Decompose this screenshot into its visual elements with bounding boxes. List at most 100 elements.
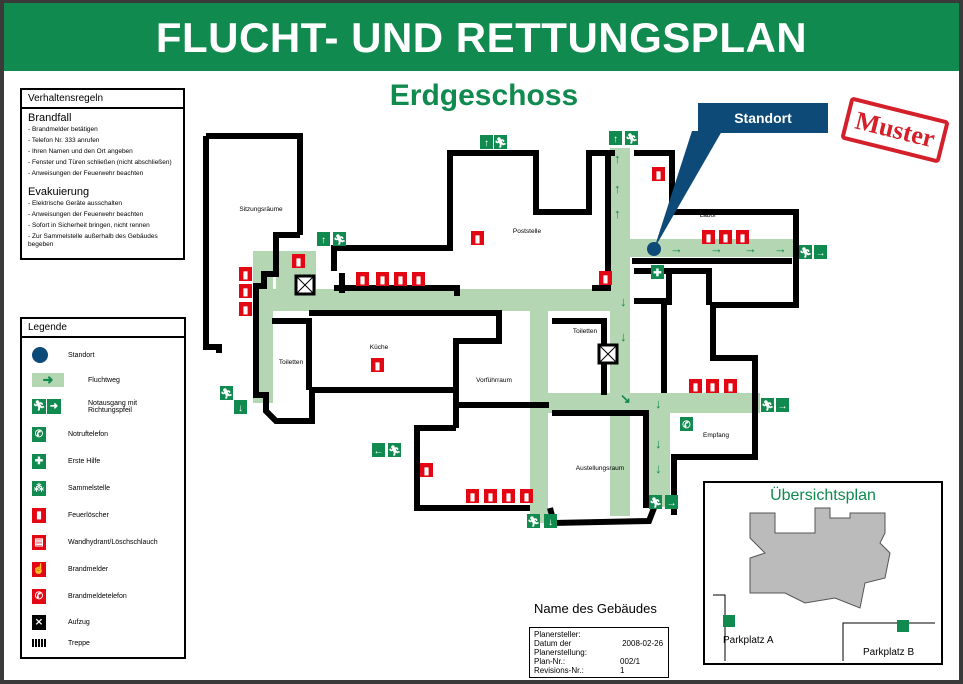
- room-labor: Labor: [700, 212, 717, 219]
- info-value: 1: [620, 666, 625, 675]
- exit-sign-icon-glyph: 🏃︎: [388, 445, 401, 457]
- info-key: Planersteller:: [534, 630, 581, 639]
- exit-sign-icon: [625, 131, 638, 145]
- fire-safety-icon-glyph: ▮: [706, 233, 712, 244]
- fire-safety-icon-glyph: ▮: [424, 466, 430, 477]
- exit-sign-icon-glyph: ↓: [238, 403, 243, 414]
- route-arrow-icon: →: [710, 241, 723, 256]
- building-name: Name des Gebäudes: [534, 601, 657, 616]
- fire-safety-icon: [484, 489, 497, 503]
- rule-item: - Zur Sammelstelle außerhalb des Gebäude…: [28, 233, 158, 248]
- exit-sign-icon: [814, 245, 827, 259]
- fire-safety-icon-glyph: ▮: [475, 234, 481, 245]
- exit-sign-icon-glyph: 🏃︎: [799, 247, 812, 259]
- fire-safety-icon: [292, 254, 305, 268]
- room-toiletten: Toiletten: [279, 359, 304, 366]
- stairs-icon: [32, 639, 46, 647]
- info-key: Datum der Planerstellung:: [534, 639, 587, 657]
- room-sitzungsraeume: Sitzungsräume: [239, 206, 283, 213]
- legend-label: Feuerlöscher: [68, 512, 109, 519]
- fire-safety-icon: [239, 284, 252, 298]
- room-poststelle: Poststelle: [513, 228, 542, 235]
- parking-b: Parkplatz B: [863, 647, 914, 658]
- exit-sign-icon: [651, 265, 664, 279]
- exit-sign-icon: [317, 232, 330, 246]
- fire-safety-icon: [394, 272, 407, 286]
- arrow-right-icon: ➜: [47, 399, 61, 414]
- fire-safety-icon-glyph: ▮: [360, 275, 366, 286]
- fire-safety-icon: [702, 230, 715, 244]
- fire-safety-icon: [599, 271, 612, 285]
- exit-sign-icon: [680, 417, 693, 431]
- fire-safety-icon: [420, 463, 433, 477]
- elevator-cross: [295, 275, 315, 295]
- escape-routes: [253, 148, 799, 523]
- fire-safety-icon-glyph: ▮: [380, 275, 386, 286]
- fire-safety-icon: [724, 379, 737, 393]
- fire-safety-icon: [471, 231, 484, 245]
- exit-sign-icon-glyph: 🏃︎: [494, 137, 507, 149]
- exit-sign-icon: [649, 495, 662, 509]
- exit-sign-icon: [480, 135, 493, 149]
- exit-sign-icon: [527, 514, 540, 528]
- rule-item: - Fenster und Türen schließen (nicht abs…: [28, 159, 172, 166]
- exit-sign-icon-glyph: ↑: [321, 235, 326, 246]
- legend-label: Fluchtweg: [88, 376, 120, 384]
- rule-item: - Brandmelder betätigen: [28, 126, 98, 133]
- fire-safety-icon-glyph: ▮: [243, 270, 249, 281]
- exit-sign-icon: [544, 514, 557, 528]
- fire-alarm-icon: ☝: [32, 562, 46, 577]
- overview-panel: Übersichtsplan Parkplatz A Parkplatz B: [703, 481, 943, 665]
- legend-label: Notausgang mit Richtungspfeil: [88, 399, 138, 414]
- legend-label: Sammelstelle: [68, 485, 111, 492]
- fire-safety-icon: [466, 489, 479, 503]
- exit-sign-icon-glyph: 🏃︎: [649, 497, 662, 509]
- fire-hose-icon: ▤: [32, 535, 46, 550]
- exit-sign-icon: [799, 245, 812, 259]
- room-toiletten: Toiletten: [573, 328, 598, 335]
- emergency-phone-icon: ✆: [32, 427, 46, 442]
- floor-plan: Sitzungsräume Poststelle Labor Küche Toi…: [203, 131, 827, 528]
- elevator-icon: ⨯: [32, 615, 46, 630]
- exit-sign-icon-glyph: ↓: [548, 517, 553, 528]
- legend-label: Wandhydrant/Löschschlauch: [68, 539, 158, 546]
- info-value: [620, 630, 664, 639]
- first-aid-icon: ✚: [32, 454, 46, 469]
- exit-sign-icon: [609, 131, 622, 145]
- fire-safety-icon-glyph: ▮: [398, 275, 404, 286]
- exit-sign-icon-glyph: 🏃︎: [761, 400, 774, 412]
- fire-safety-icon: [652, 167, 665, 181]
- route-arrow-icon: →: [774, 241, 787, 256]
- room-ausstellungsraum: Austellungsraum: [576, 465, 624, 472]
- exit-sign-icon: [333, 232, 346, 246]
- fire-safety-icon: [502, 489, 515, 503]
- exit-sign-icon-glyph: ←: [374, 446, 384, 457]
- exit-sign-icon-glyph: →: [816, 248, 826, 259]
- info-value: 002/1: [620, 657, 641, 666]
- fire-safety-icon-glyph: ▮: [710, 382, 716, 393]
- evacuation-plan: FLUCHT- UND RETTUNGSPLAN Erdgeschoss Ver…: [4, 3, 959, 680]
- route-arrow-icon: ↓: [620, 294, 627, 309]
- overview-map: Parkplatz A Parkplatz B: [713, 507, 935, 661]
- route-arrow-icon: →: [744, 241, 757, 256]
- fire-safety-icon-glyph: ▮: [375, 361, 381, 372]
- exit-sign-icon: [388, 443, 401, 457]
- fire-safety-icon-glyph: ▮: [723, 233, 729, 244]
- room-vorfuehrraum: Vorführraum: [476, 377, 512, 384]
- rule-item: - Telefon Nr. 333 anrufen: [28, 137, 100, 144]
- fire-safety-icon-glyph: ▮: [506, 492, 512, 503]
- standort-marker: [647, 242, 661, 256]
- rule-item: - Anweisungen der Feuerwehr beachten: [28, 170, 144, 177]
- exit-sign-icon-glyph: ↑: [484, 138, 489, 149]
- legend-label: Brandmelder: [68, 566, 109, 573]
- fire-safety-icon-glyph: ▮: [603, 274, 609, 285]
- exit-sign-icon-glyph: 🏃︎: [527, 516, 540, 528]
- info-key: Plan-Nr.:: [534, 657, 566, 666]
- exit-sign-icon: [372, 443, 385, 457]
- fire-safety-icon-glyph: ▮: [243, 287, 249, 298]
- info-value: 2008-02-26: [622, 639, 664, 648]
- exit-sign-icon-glyph: →: [778, 401, 788, 412]
- assembly-point-icon: [723, 615, 735, 627]
- section-title: Brandfall: [28, 112, 72, 124]
- legend-label: Brandmeldetelefon: [68, 593, 127, 600]
